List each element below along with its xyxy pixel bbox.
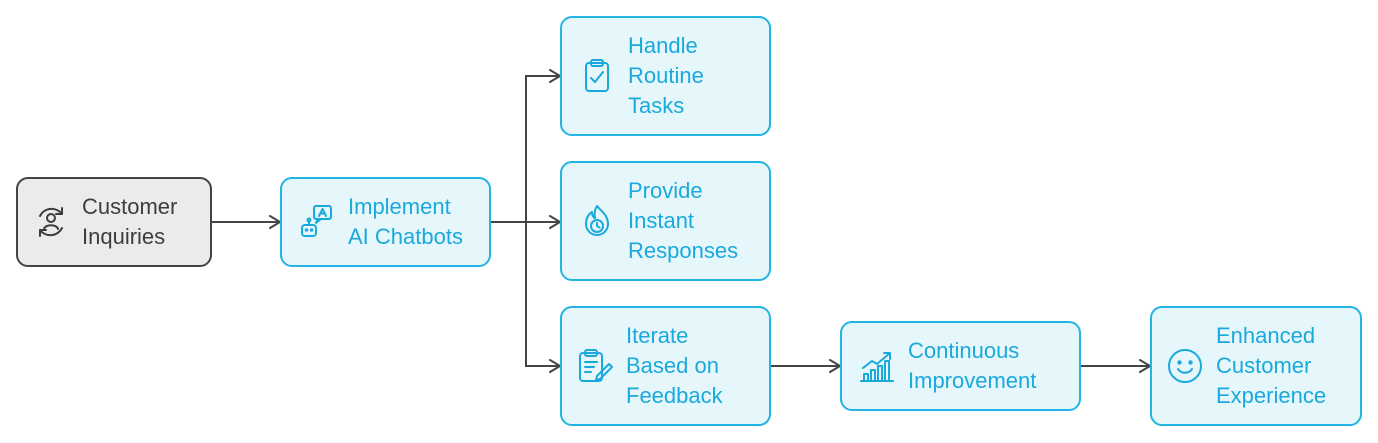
clipboard-edit-icon (576, 347, 614, 385)
node-label-line: Continuous (908, 338, 1020, 363)
node-label-line: Enhanced (1216, 323, 1316, 348)
node-label-line: Customer (1216, 353, 1312, 378)
chatbot-icon (298, 203, 336, 241)
node-continuous-improvement: Continuous Improvement (840, 321, 1081, 411)
fire-clock-icon (578, 202, 616, 240)
node-label-line: Routine (628, 63, 704, 88)
node-label-line: Based on (626, 353, 719, 378)
node-label-line: Handle (628, 33, 698, 58)
node-label-line: Feedback (626, 383, 723, 408)
node-label-line: Experience (1216, 383, 1327, 408)
node-label-line: Provide (628, 178, 703, 203)
node-provide-instant-responses: Provide Instant Responses (560, 161, 771, 281)
node-label-line: Implement (348, 194, 451, 219)
node-label-line: Instant (628, 208, 695, 233)
customer-service-cycle-icon (32, 203, 70, 241)
node-label-line: Responses (628, 238, 739, 263)
node-label-line: Inquiries (82, 224, 166, 249)
connector-chatbots-to-routine-tasks (491, 69, 561, 223)
node-label-line: Improvement (908, 368, 1037, 393)
node-label-line: Tasks (628, 93, 685, 118)
node-customer-inquiries: Customer Inquiries (16, 177, 212, 267)
node-implement-ai-chatbots: Implement AI Chatbots (280, 177, 491, 267)
connector-chatbots-to-feedback (525, 222, 561, 373)
smiley-face-icon (1166, 347, 1204, 385)
node-label-line: Iterate (626, 323, 689, 348)
growth-chart-icon (858, 347, 896, 385)
node-enhanced-customer-experience: Enhanced Customer Experience (1150, 306, 1362, 426)
node-label-line: Customer (82, 194, 178, 219)
node-label-line: AI Chatbots (348, 224, 463, 249)
clipboard-check-icon (578, 57, 616, 95)
node-handle-routine-tasks: Handle Routine Tasks (560, 16, 771, 136)
node-iterate-based-on-feedback: Iterate Based on Feedback (560, 306, 771, 426)
